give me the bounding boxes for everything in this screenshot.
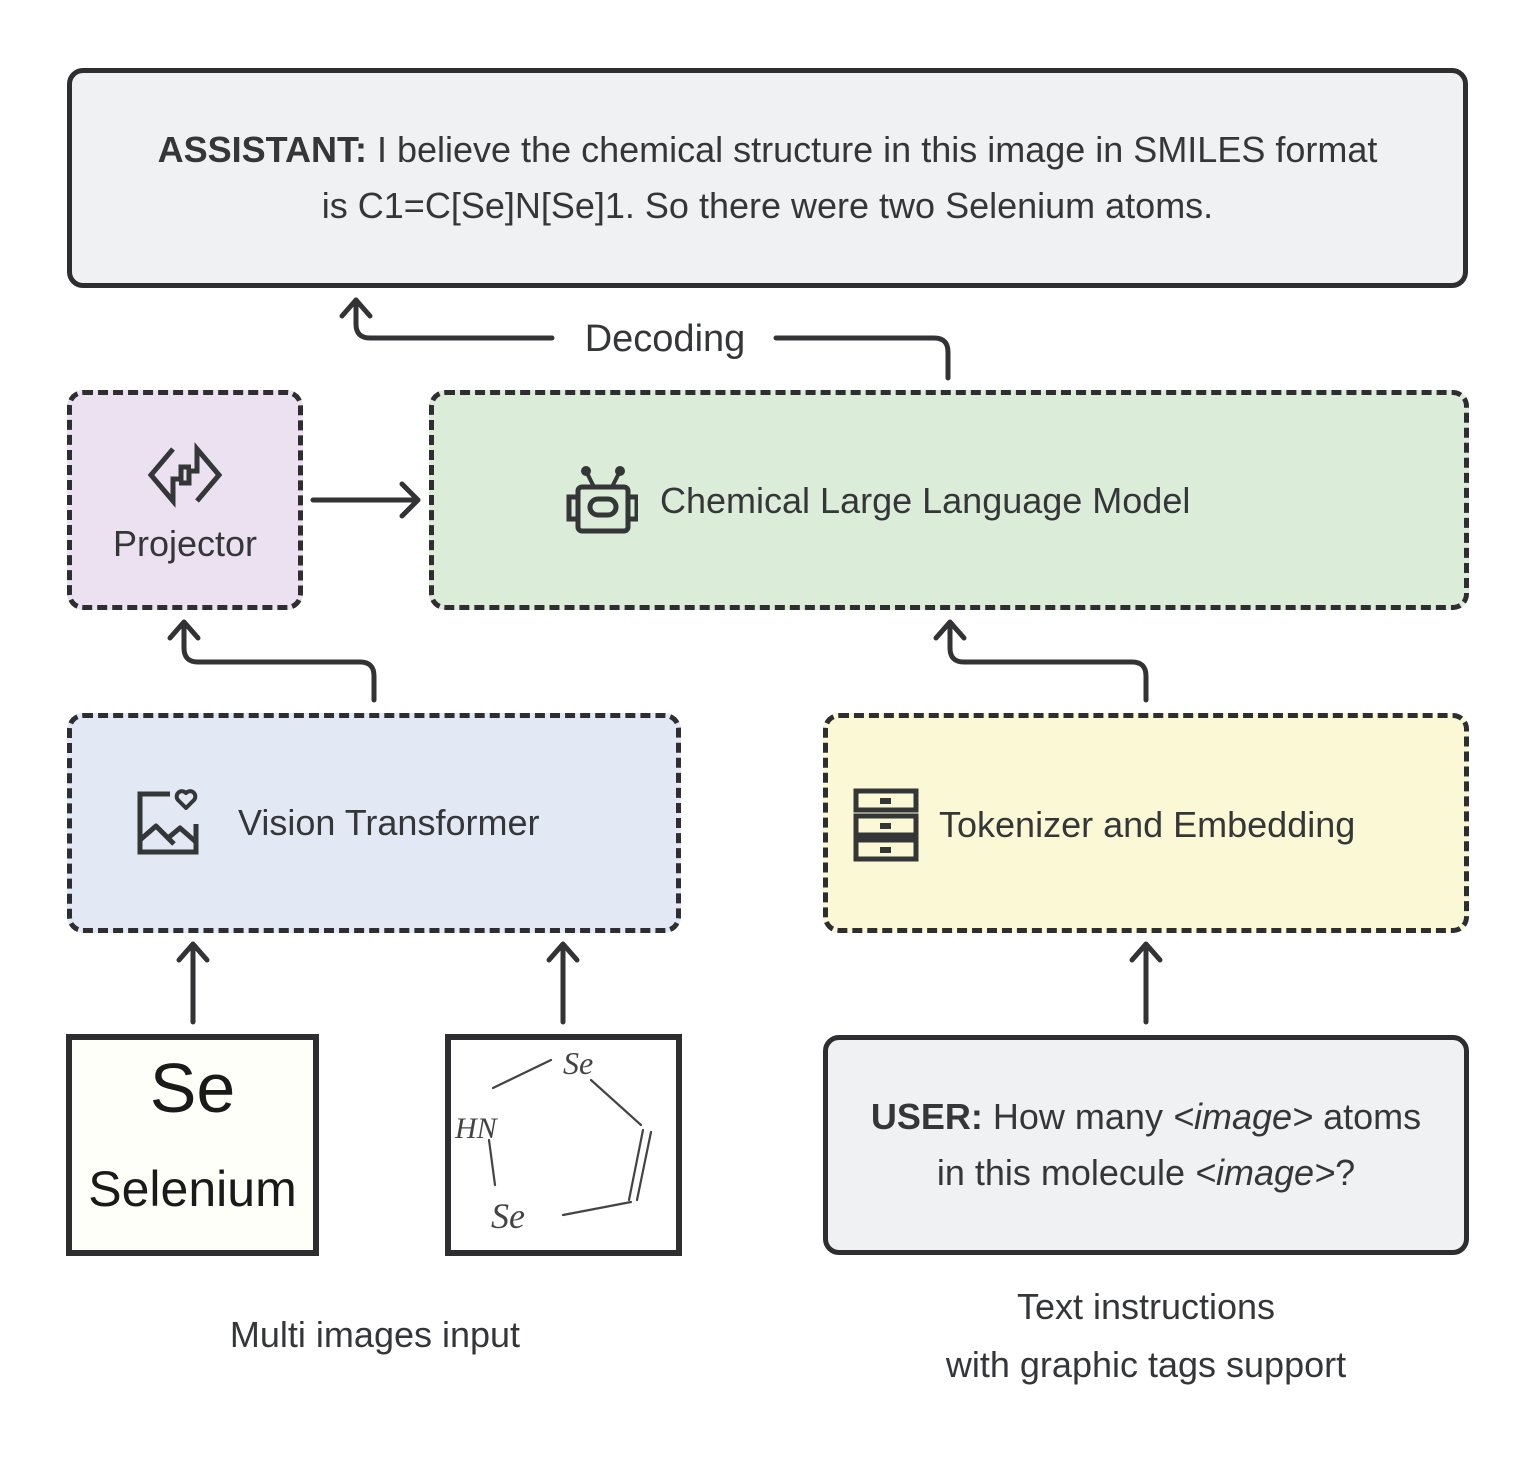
image-tag-1: <image> — [1172, 1096, 1314, 1137]
user-to-tokenizer-arrow — [1129, 941, 1163, 1025]
molecule-atom-hn: HN — [454, 1112, 499, 1145]
llm-label: Chemical Large Language Model — [660, 480, 1191, 521]
element-image-to-vit-arrow — [176, 941, 210, 1025]
user-text-part-4: ? — [1335, 1152, 1356, 1193]
user-text-part-3: in this molecule — [936, 1152, 1185, 1193]
tokenizer-to-llm-arrow — [933, 619, 1149, 703]
assistant-response-text: ASSISTANT: I believe the chemical struct… — [158, 122, 1378, 234]
user-text-part-1: How many — [992, 1096, 1163, 1137]
text-caption-line-2: with graphic tags support — [945, 1344, 1347, 1385]
molecule-image-to-vit-arrow — [546, 941, 580, 1025]
assistant-line-1: I believe the chemical structure in this… — [376, 129, 1378, 170]
molecule-atom-se-bottom: Se — [491, 1196, 525, 1236]
user-prompt-box: USER: How many <image> atoms in this mol… — [823, 1035, 1469, 1255]
molecule-structure-image: Se HN Se — [445, 1034, 682, 1256]
projector-label: Projector — [112, 523, 258, 564]
drawers-icon — [853, 788, 919, 862]
swap-arrows-icon — [147, 442, 223, 508]
vit-to-projector-arrow — [167, 619, 377, 703]
tokenizer-label: Tokenizer and Embedding — [939, 804, 1356, 845]
molecule-atom-se-top: Se — [563, 1045, 593, 1081]
projector-box: Projector — [67, 390, 303, 610]
image-heart-icon — [137, 789, 199, 855]
multi-images-caption: Multi images input — [229, 1314, 521, 1355]
element-symbol: Se — [149, 1049, 236, 1127]
decoding-arrow-right-segment — [773, 335, 951, 381]
user-text-part-2: atoms — [1323, 1096, 1422, 1137]
text-caption-line-1: Text instructions — [1016, 1286, 1276, 1327]
decoding-label: Decoding — [584, 318, 746, 360]
user-speaker-label: USER: — [870, 1096, 983, 1137]
assistant-line-2: is C1=C[Se]N[Se]1. So there were two Sel… — [321, 185, 1214, 226]
tokenizer-box: Tokenizer and Embedding — [823, 713, 1469, 933]
image-tag-2: <image> — [1195, 1152, 1336, 1193]
molecule-drawing: Se HN Se — [454, 1045, 653, 1236]
assistant-speaker-label: ASSISTANT: — [157, 129, 367, 170]
llm-box: Chemical Large Language Model — [429, 390, 1469, 610]
projector-to-llm-arrow — [310, 481, 421, 519]
user-prompt-text: USER: How many <image> atoms in this mol… — [871, 1089, 1421, 1201]
decoding-arrow-left-segment — [353, 297, 555, 341]
vision-transformer-box: Vision Transformer — [67, 713, 681, 933]
text-instructions-caption: Text instructions with graphic tags supp… — [823, 1278, 1469, 1394]
element-name: Selenium — [88, 1161, 297, 1217]
vision-transformer-label: Vision Transformer — [238, 802, 540, 843]
selenium-element-image: Se Selenium — [66, 1034, 319, 1256]
robot-icon — [566, 466, 638, 534]
decoding-arrowhead — [339, 297, 373, 319]
assistant-response-box: ASSISTANT: I believe the chemical struct… — [67, 68, 1468, 288]
